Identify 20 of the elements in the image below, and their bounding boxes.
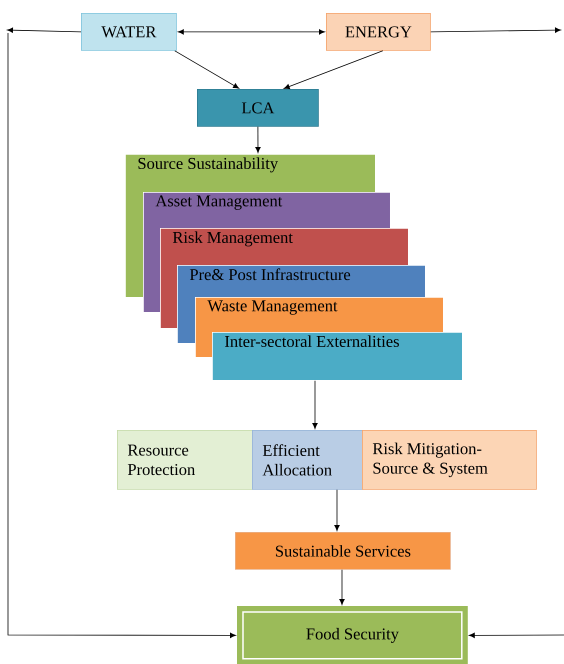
process-box: WATER [81,13,177,51]
arrow [7,28,82,33]
process-box: Sustainable Services [235,532,451,570]
arrow [312,380,318,429]
arrow [255,126,261,153]
arrow [174,50,240,89]
process-box: LCA [197,89,319,127]
arrow [334,489,340,531]
arrow [284,50,384,90]
process-box: ENERGY [326,13,431,51]
arrow [468,632,564,638]
arrow [430,27,561,33]
arrow [178,29,325,35]
arrow [8,32,236,638]
process-box: Efficient Allocation [252,430,363,490]
stacked-box: Inter-sectoral Externalities [212,332,463,381]
process-box: Risk Mitigation- Source & System [362,430,537,490]
arrow [339,569,345,605]
process-box: Food Security [237,606,468,664]
process-box: Resource Protection [117,430,253,490]
